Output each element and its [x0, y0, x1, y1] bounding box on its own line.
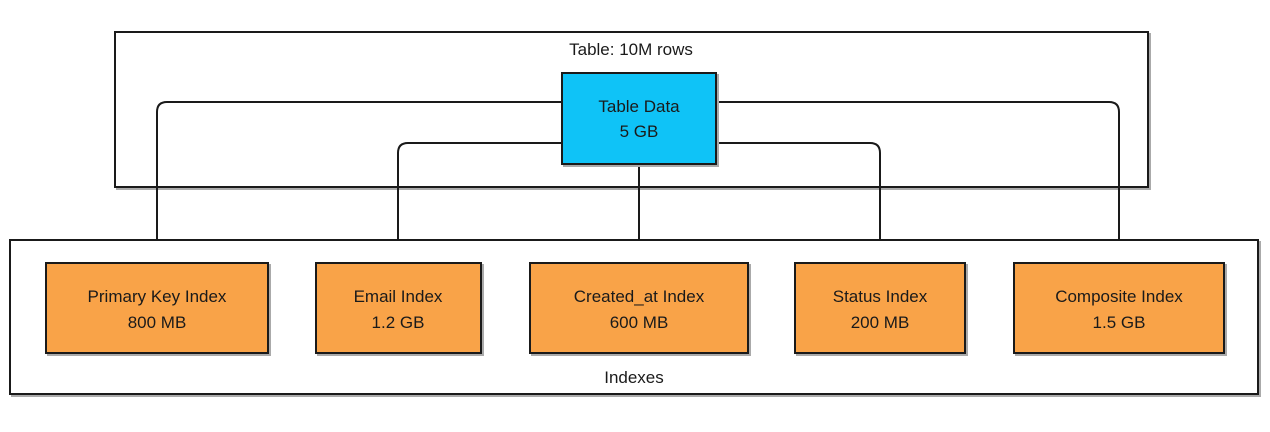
table-data-node-label: Table Data — [598, 97, 680, 116]
connector-line — [716, 142, 881, 252]
index-node-label: Primary Key Index — [88, 287, 227, 306]
index-node-box — [1013, 262, 1225, 354]
index-node-size: 1.5 GB — [1093, 313, 1146, 332]
index-node-box — [529, 262, 749, 354]
connector-line — [156, 101, 562, 252]
connector-line — [716, 101, 1120, 252]
index-node-size: 800 MB — [128, 313, 187, 332]
index-node-box — [794, 262, 966, 354]
index-node-label: Status Index — [833, 287, 928, 306]
index-node-primary-key: Primary Key Index 800 MB — [45, 262, 269, 354]
table-container-label: Table: 10M rows — [569, 40, 693, 59]
table-data-node-size: 5 GB — [620, 122, 659, 141]
table-data-node-box — [561, 72, 717, 165]
index-node-composite: Composite Index 1.5 GB — [1013, 262, 1225, 354]
index-node-box — [45, 262, 269, 354]
table-data-node: Table Data 5 GB — [561, 72, 717, 165]
index-node-label: Created_at Index — [574, 287, 705, 306]
index-node-created-at: Created_at Index 600 MB — [529, 262, 749, 354]
index-node-size: 200 MB — [851, 313, 910, 332]
index-node-status: Status Index 200 MB — [794, 262, 966, 354]
index-node-size: 600 MB — [610, 313, 669, 332]
index-node-box — [315, 262, 482, 354]
index-node-email: Email Index 1.2 GB — [315, 262, 482, 354]
connector-line — [397, 142, 562, 252]
indexes-container-label: Indexes — [604, 368, 664, 387]
index-node-label: Email Index — [354, 287, 443, 306]
index-node-label: Composite Index — [1055, 287, 1183, 306]
index-node-size: 1.2 GB — [372, 313, 425, 332]
